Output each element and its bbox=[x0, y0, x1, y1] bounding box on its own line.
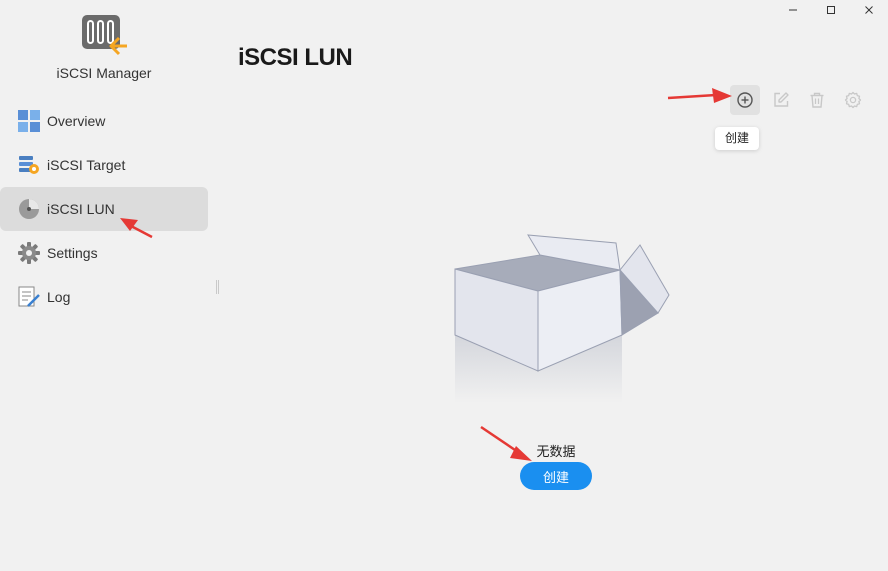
annotation-arrow-toolbar bbox=[667, 88, 732, 103]
app-name: iSCSI Manager bbox=[56, 65, 152, 81]
sidebar-item-label: Overview bbox=[47, 113, 106, 129]
sidebar: iSCSI Manager Overview bbox=[0, 0, 210, 571]
create-tooltip: 创建 bbox=[715, 127, 759, 150]
log-icon bbox=[18, 286, 40, 308]
plus-circle-icon bbox=[737, 92, 753, 108]
empty-box-illustration bbox=[440, 225, 680, 410]
sidebar-item-label: iSCSI LUN bbox=[47, 201, 115, 217]
sidebar-item-label: Log bbox=[47, 289, 71, 305]
disk-icon bbox=[18, 198, 40, 220]
sidebar-item-settings[interactable]: Settings bbox=[0, 231, 208, 275]
gear-icon bbox=[844, 91, 862, 109]
maximize-button[interactable] bbox=[812, 0, 850, 20]
empty-state-text: 无数据 bbox=[536, 444, 576, 459]
sidebar-item-iscsi-lun[interactable]: iSCSI LUN bbox=[0, 187, 208, 231]
edit-lun-button[interactable] bbox=[766, 85, 796, 115]
edit-icon bbox=[774, 92, 789, 107]
overview-icon bbox=[18, 110, 40, 132]
sidebar-item-label: Settings bbox=[47, 245, 98, 261]
sidebar-item-label: iSCSI Target bbox=[47, 157, 126, 173]
target-icon bbox=[18, 154, 40, 176]
trash-icon bbox=[810, 92, 824, 108]
sidebar-nav: Overview iSCSI Target bbox=[0, 99, 208, 319]
sidebar-item-log[interactable]: Log bbox=[0, 275, 208, 319]
page-title: iSCSI LUN bbox=[238, 44, 353, 71]
app-logo bbox=[81, 14, 129, 56]
sidebar-item-iscsi-target[interactable]: iSCSI Target bbox=[0, 143, 208, 187]
delete-lun-button[interactable] bbox=[802, 85, 832, 115]
sidebar-resize-handle[interactable] bbox=[216, 280, 219, 294]
create-button[interactable]: 创建 bbox=[520, 462, 592, 490]
close-icon bbox=[865, 6, 873, 14]
close-button[interactable] bbox=[850, 0, 888, 20]
maximize-icon bbox=[827, 6, 835, 14]
create-lun-button[interactable] bbox=[730, 85, 760, 115]
gear-icon bbox=[18, 242, 40, 264]
window-controls bbox=[774, 0, 888, 20]
sidebar-item-overview[interactable]: Overview bbox=[0, 99, 208, 143]
minimize-icon bbox=[789, 9, 797, 11]
minimize-button[interactable] bbox=[774, 0, 812, 20]
toolbar bbox=[730, 85, 874, 115]
lun-settings-button[interactable] bbox=[838, 85, 868, 115]
